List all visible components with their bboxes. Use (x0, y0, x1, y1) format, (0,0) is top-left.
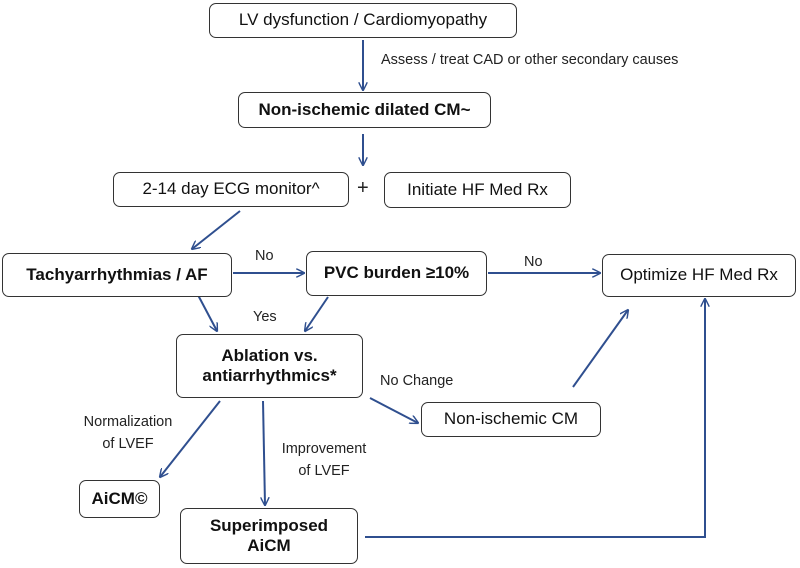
arrow-pvc-to-ablation (305, 296, 329, 331)
label-no-pvc-optimize: No (524, 254, 543, 270)
node-lv-dysfunction-text: LV dysfunction / Cardiomyopathy (238, 10, 488, 30)
node-tachyarrhythmias-af: Tachyarrhythmias / AF (2, 253, 232, 297)
label-improvement-line1: Improvement (281, 441, 367, 457)
node-pvc-burden: PVC burden ≥10% (306, 251, 487, 296)
node-superimposed-line1: Superimposed (209, 515, 329, 535)
node-non-ischemic-dilated-cm: Non-ischemic dilated CM~ (238, 92, 491, 128)
node-aicm: AiCM© (79, 480, 160, 518)
label-no-change: No Change (380, 373, 454, 389)
node-aicm-text: AiCM© (91, 488, 148, 508)
node-ecg-monitor: 2-14 day ECG monitor^ (113, 172, 349, 207)
node-optimize-hf-med-rx-text: Optimize HF Med Rx (620, 265, 778, 285)
arrow-superimposed-to-optimize (365, 299, 705, 538)
node-ablation-line1: Ablation vs. (221, 345, 318, 365)
node-superimposed-aicm: Superimposed AiCM (180, 508, 358, 564)
label-yes: Yes (253, 309, 277, 325)
arrow-ecg-to-tachy (192, 210, 241, 249)
label-normalization-of-lvef: Normalization of LVEF (73, 411, 183, 456)
node-initiate-hf-med-rx: Initiate HF Med Rx (384, 172, 571, 208)
node-ablation-vs-antiarrhythmics: Ablation vs. antiarrhythmics* (176, 334, 363, 398)
label-assess-treat: Assess / treat CAD or other secondary ca… (381, 52, 679, 68)
node-non-ischemic-cm: Non-ischemic CM (421, 402, 601, 437)
node-ablation-line2: antiarrhythmics* (202, 366, 337, 385)
arrow-ablation-to-superimposed (263, 400, 265, 505)
node-superimposed-line2: AiCM (247, 536, 291, 555)
node-pvc-burden-text: PVC burden ≥10% (323, 263, 470, 283)
node-non-ischemic-dilated-cm-text: Non-ischemic dilated CM~ (258, 99, 471, 119)
label-improvement-of-lvef: Improvement of LVEF (268, 438, 380, 483)
node-initiate-hf-med-rx-text: Initiate HF Med Rx (407, 179, 548, 199)
node-optimize-hf-med-rx: Optimize HF Med Rx (602, 254, 796, 297)
node-ecg-monitor-text: 2-14 day ECG monitor^ (142, 179, 320, 199)
node-non-ischemic-cm-text: Non-ischemic CM (443, 409, 579, 429)
label-no-tachy-pvc: No (255, 248, 274, 264)
node-tachyarrhythmias-af-text: Tachyarrhythmias / AF (26, 264, 208, 284)
label-improvement-line2: of LVEF (298, 463, 350, 480)
arrow-tachy-to-ablation (197, 294, 217, 331)
arrow-ablation-to-aicm (160, 400, 221, 477)
label-normalization-line2: of LVEF (102, 436, 154, 453)
plus-sign: + (357, 177, 369, 199)
node-lv-dysfunction: LV dysfunction / Cardiomyopathy (209, 3, 517, 38)
label-normalization-line1: Normalization (83, 414, 173, 430)
arrow-nonischemic-cm-to-optimize (572, 310, 628, 388)
arrow-ablation-to-nonischemic-cm (369, 397, 418, 423)
